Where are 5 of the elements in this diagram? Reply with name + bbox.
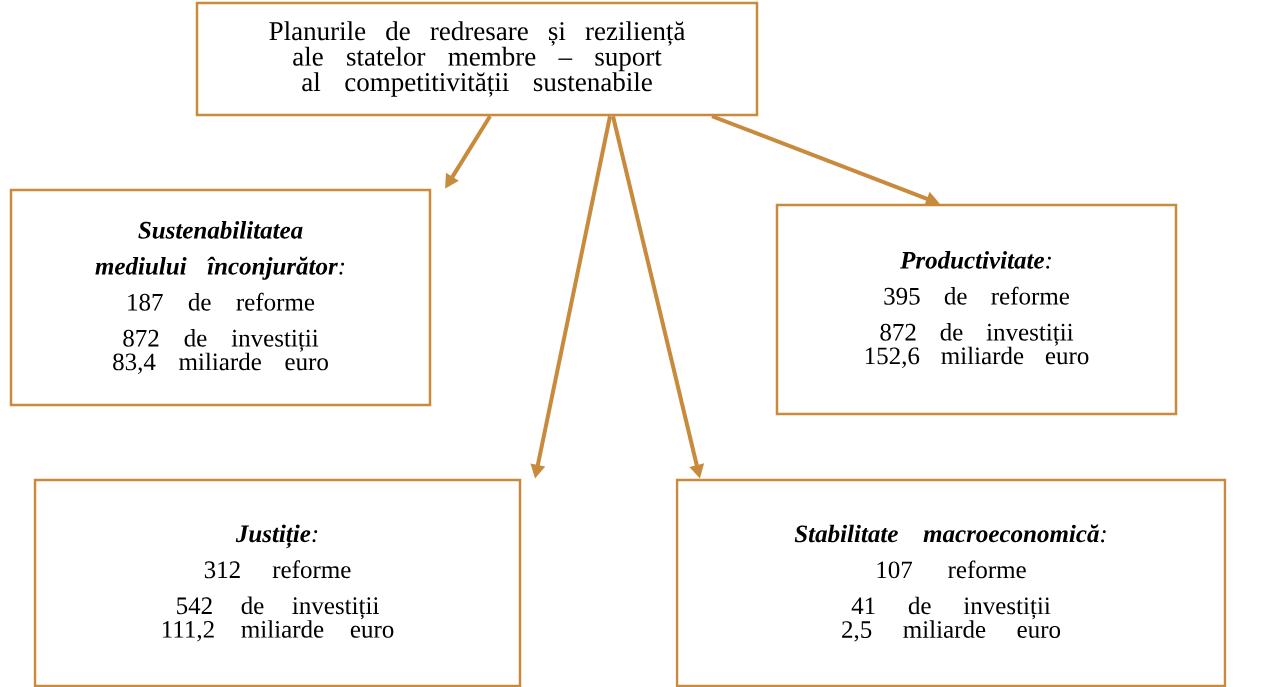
text-box: Sustenabilitatea mediului înconjurător: 187 de reforme 872 de investiții 83,4 miliarde euro [9, 188, 432, 407]
text-box: Stabilitate macroeconomică: 107 reforme 41 de investiții 2,5 miliarde euro [675, 478, 1227, 687]
text-box: Planurile de redresare și reziliență ale statelor membre – suport al competitivității sustenabile [195, 1, 759, 117]
text-box: Justiție: 312 reforme 542 de investiții 111,2 miliarde euro [33, 478, 522, 687]
text-box: Productivitate: 395 de reforme 872 de investiții 152,6 miliarde euro [775, 203, 1178, 416]
